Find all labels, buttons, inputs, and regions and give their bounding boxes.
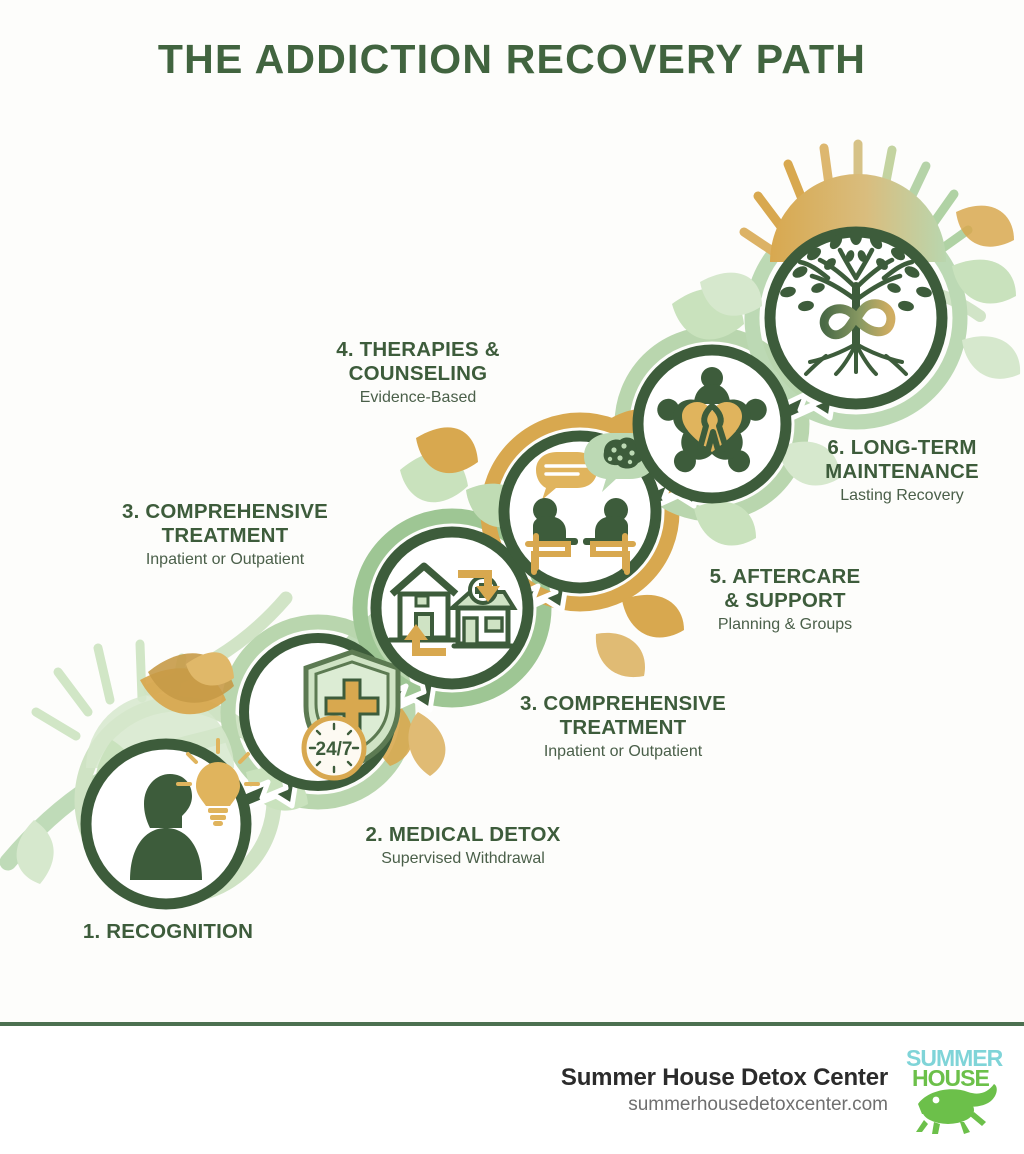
step-4-subtitle: Evidence-Based [359,388,477,406]
step-6-subtitle: Lasting Recovery [840,486,964,504]
step-6-icon-circle[interactable] [764,226,948,410]
page-title: THE ADDICTION RECOVERY PATH [157,36,867,82]
step-6-label: 6. LONG-TERM MAINTENANCE Lasting Recover… [788,436,1016,505]
person-lightbulb-icon [130,738,260,880]
step-4-label: 4. THERAPIES & COUNSELING Evidence-Based [288,338,548,407]
brand-name: Summer House Detox Center [560,1064,888,1091]
step-5-subtitle: Planning & Groups [717,615,853,633]
step-6-title: 6. LONG-TERM MAINTENANCE [825,436,979,483]
step-3-label-left: 3. COMPREHENSIVE TREATMENT Inpatient or … [80,500,370,569]
step-2-title: 2. MEDICAL DETOX [365,823,561,846]
step-5-icon-circle[interactable] [632,344,792,504]
group-heart-ribbon-icon [657,367,767,473]
step-3-title: 3. COMPREHENSIVE TREATMENT [122,500,328,547]
tree-of-life-infinity-icon [780,227,932,376]
house-clinic-exchange-icon [387,562,518,656]
step-2-subtitle: Supervised Withdrawal [381,849,545,867]
step-3-title-duplicate: 3. COMPREHENSIVE TREATMENT [520,692,726,739]
step-5-label: 5. AFTERCARE & SUPPORT Planning & Groups [650,565,920,634]
svg-text:HOUSE: HOUSE [912,1065,989,1091]
svg-text:SUMMER: SUMMER [906,1045,1004,1071]
step-1-icon-circle[interactable] [80,738,260,910]
recovery-path-illustration: 24/7 [0,139,1021,910]
summer-house-frog-logo: SUMMER HOUSE [902,1042,1006,1138]
step-3-subtitle-duplicate: Inpatient or Outpatient [543,742,703,760]
step-1-label: 1. RECOGNITION [28,920,308,947]
shield-cross-clock-icon: 24/7 [301,649,401,781]
footer: Summer House Detox Center summerhousedet… [0,1026,1024,1154]
step-4-title: 4. THERAPIES & COUNSELING [336,338,500,385]
step-3-label-right: 3. COMPREHENSIVE TREATMENT Inpatient or … [478,692,768,761]
footer-divider [0,1022,1024,1026]
step-2-label: 2. MEDICAL DETOX Supervised Withdrawal [318,823,608,868]
svg-text:24/7: 24/7 [316,739,353,760]
step-1-title: 1. RECOGNITION [82,920,254,943]
step-3-subtitle: Inpatient or Outpatient [145,550,305,568]
brand-url[interactable]: summerhousedetoxcenter.com [628,1094,888,1115]
step-4-icon-circle[interactable] [498,430,662,594]
step-5-title: 5. AFTERCARE & SUPPORT [709,565,861,612]
footer-text-block: Summer House Detox Center summerhousedet… [561,1064,888,1116]
step-3-icon-circle[interactable] [370,526,534,690]
frog-icon [916,1084,997,1134]
step-2-icon-circle[interactable]: 24/7 [239,633,401,791]
